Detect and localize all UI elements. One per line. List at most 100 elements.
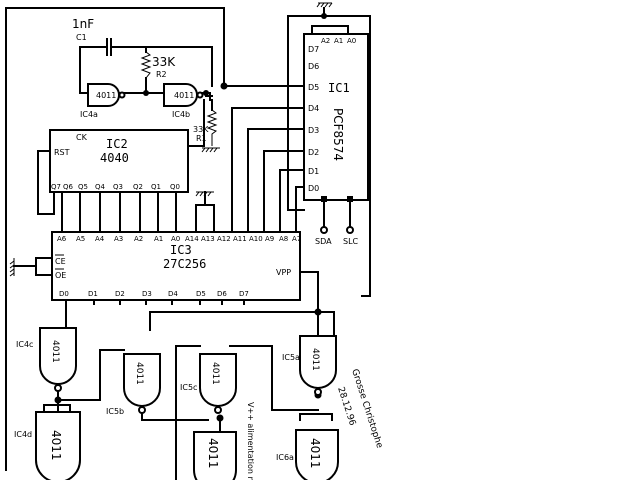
ic3-a9: A9 xyxy=(265,235,274,243)
ic4b-ref: IC4b xyxy=(172,110,190,119)
ic1-ref: IC1 xyxy=(328,81,350,95)
ic2-q1: Q1 xyxy=(151,183,161,191)
ic3-27c256: A6 A5 A4 A3 A2 A1 A0 A14 A13 A12 A11 A10… xyxy=(51,231,301,301)
ic3-a3: A3 xyxy=(114,235,123,243)
ic2-ref: IC2 xyxy=(106,137,128,151)
ic5a-part: 4011 xyxy=(310,348,320,371)
ic3-a5: A5 xyxy=(76,235,85,243)
ic4a-part: 4011 xyxy=(96,91,116,100)
r1-ref: R1 xyxy=(196,134,207,143)
ic3-a10: A10 xyxy=(249,235,263,243)
gate-ic5a: 4011 IC5a xyxy=(282,335,337,396)
ic4a-ref: IC4a xyxy=(80,110,98,119)
ic5a-ref: IC5a xyxy=(282,353,300,362)
ic1-pin-d3: D3 xyxy=(308,126,319,135)
junction xyxy=(54,396,62,404)
ic3-oe: OE xyxy=(55,271,66,280)
ic2-rst: RST xyxy=(54,148,70,157)
ic3-d6: D6 xyxy=(217,290,227,298)
ic2-q6: Q6 xyxy=(63,183,74,191)
ic2-q2: Q2 xyxy=(133,183,143,191)
ic2-4040: CK RST IC2 4040 Q7 Q6 Q5 Q4 Q3 Q2 Q1 Q0 xyxy=(49,129,189,193)
ic4d-part: 4011 xyxy=(49,430,63,461)
ic2-q7: Q7 xyxy=(51,183,61,191)
ic3-a12: A12 xyxy=(217,235,231,243)
ic2-q4: Q4 xyxy=(95,183,106,191)
junction xyxy=(143,90,149,96)
ground-symbols xyxy=(9,2,333,277)
ic6a-part: 4011 xyxy=(308,438,322,469)
gate-ic4a: 4011 IC4a xyxy=(80,83,126,119)
author-name: Grosse Christophe xyxy=(349,368,384,450)
ic1-pin-d2: D2 xyxy=(308,148,319,157)
ic3-a7: A7 xyxy=(292,235,301,243)
ic1-pcf8574: A2 A1 A0 D7 D6 D5 D4 D3 D2 D1 D0 IC1 PCF… xyxy=(303,33,369,246)
ic3-d2: D2 xyxy=(115,290,125,298)
ic1-pin-a2: A2 xyxy=(321,37,330,45)
ic5b-ref: IC5b xyxy=(106,407,124,416)
ic3-d3: D3 xyxy=(142,290,152,298)
ic3-a13: A13 xyxy=(201,235,215,243)
gate-part: 4011 xyxy=(206,438,220,469)
ic1-sda: SDA xyxy=(315,237,332,246)
ic2-ck: CK xyxy=(76,133,88,142)
ic3-a1: A1 xyxy=(154,235,163,243)
ic3-a6: A6 xyxy=(57,235,67,243)
ic4c-ref: IC4c xyxy=(16,340,33,349)
ic3-a8: A8 xyxy=(279,235,288,243)
ground-icon xyxy=(195,191,214,206)
ic1-pin-a1: A1 xyxy=(334,37,343,45)
ic1-pin-a0: A0 xyxy=(347,37,356,45)
ic1-scl: SLC xyxy=(343,237,359,246)
supply-note: V++ alimentation mo xyxy=(246,402,255,480)
ic5c-ref: IC5c xyxy=(180,383,197,392)
resistor-r2: 33K R2 xyxy=(140,51,176,79)
gate-ic6a: 4011 IC6a xyxy=(276,429,339,480)
ic3-part: 27C256 xyxy=(163,257,206,271)
ic1-pin-d6: D6 xyxy=(308,62,319,71)
ic1-pin-d0: D0 xyxy=(308,184,319,193)
ic5b-part: 4011 xyxy=(134,362,144,385)
junction xyxy=(203,90,209,96)
ic2-q3: Q3 xyxy=(113,183,123,191)
gate-ic5c: 4011 IC5c xyxy=(180,353,237,414)
ic5c-part: 4011 xyxy=(210,362,220,385)
gate-ic4c: 4011 IC4c xyxy=(16,327,77,392)
ic3-a0: A0 xyxy=(171,235,180,243)
ic3-vpp: VPP xyxy=(276,268,291,277)
resistor-r1: 33K R1 xyxy=(193,109,218,146)
ic3-d5: D5 xyxy=(196,290,206,298)
gate-ic5b: 4011 IC5b xyxy=(106,353,161,416)
ic3-a4: A4 xyxy=(95,235,105,243)
ground-icon xyxy=(316,2,333,8)
ic1-part: PCF8574 xyxy=(331,108,345,161)
ic3-d0: D0 xyxy=(59,290,69,298)
r2-ref: R2 xyxy=(156,70,167,79)
ic3-d1: D1 xyxy=(88,290,98,298)
junction xyxy=(220,82,228,90)
gate-ic4b: 4011 IC4b xyxy=(163,83,204,119)
ground-icon xyxy=(201,147,220,153)
ic2-part: 4040 xyxy=(100,151,129,165)
ic3-d7: D7 xyxy=(239,290,249,298)
ic2-q0: Q0 xyxy=(170,183,180,191)
ic3-a11: A11 xyxy=(233,235,247,243)
ic1-pin-d4: D4 xyxy=(308,104,319,113)
ic6a-ref: IC6a xyxy=(276,453,294,462)
r1-value: 33K xyxy=(193,125,209,134)
ic3-ref: IC3 xyxy=(170,243,192,257)
ic1-pin-d7: D7 xyxy=(308,45,319,54)
ic4d-ref: IC4d xyxy=(14,430,32,439)
ic1-pin-d1: D1 xyxy=(308,167,319,176)
ic3-ce: CE xyxy=(55,257,66,266)
c1-value: 1nF xyxy=(72,17,94,31)
capacitor-c1: 1nF C1 xyxy=(72,17,112,56)
ic3-d4: D4 xyxy=(168,290,178,298)
schematic-date: 28.12.96 xyxy=(335,386,357,427)
ground-icon xyxy=(9,258,27,277)
ic1-pin-d5: D5 xyxy=(308,83,319,92)
junction xyxy=(314,308,322,316)
ic3-a2: A2 xyxy=(134,235,143,243)
r2-value: 33K xyxy=(152,55,176,69)
